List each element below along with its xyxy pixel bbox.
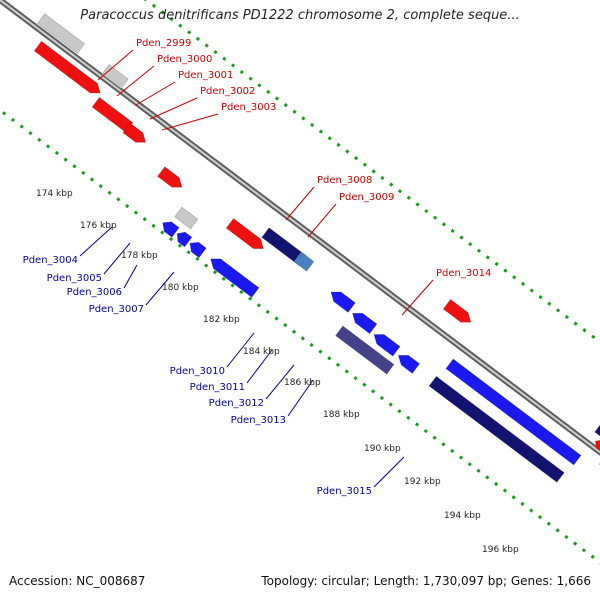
- scale-label: 192 kbp: [404, 477, 441, 487]
- scale-label: 174 kbp: [36, 189, 73, 199]
- gene-feature: [293, 251, 315, 272]
- gene-track: [33, 13, 600, 483]
- gene-feature: [189, 241, 207, 259]
- gene-label-leader: [97, 49, 134, 81]
- gene-label-leader: [123, 264, 138, 289]
- gene-label: Pden_3005: [47, 273, 102, 284]
- gene-label-leader: [287, 379, 314, 417]
- gene-label: Pden_3008: [317, 175, 372, 186]
- gene-label: Pden_3004: [23, 255, 78, 266]
- gene-label: Pden_3006: [67, 287, 122, 298]
- gene-feature: [595, 440, 600, 452]
- gene-feature: [225, 218, 264, 249]
- gene-label-leader: [401, 279, 434, 316]
- gene-feature: [210, 258, 260, 298]
- gene-feature: [157, 166, 183, 188]
- gene-feature: [67, 66, 101, 94]
- scale-label: 194 kbp: [444, 511, 481, 521]
- gene-label-leader: [226, 332, 255, 368]
- gene-label: Pden_3003: [221, 102, 276, 113]
- scale-label: 190 kbp: [364, 444, 401, 454]
- gene-label-leader: [103, 242, 131, 275]
- gene-label-leader: [265, 364, 295, 400]
- gene-label: Pden_3009: [339, 192, 394, 203]
- accession-text: Accession: NC_008687: [9, 574, 146, 588]
- topology-text: Topology: circular; Length: 1,730,097 bp…: [261, 574, 591, 588]
- gene-feature: [428, 375, 565, 483]
- gene-label: Pden_3001: [178, 70, 233, 81]
- gene-label-leader: [307, 203, 337, 238]
- scale-label: 184 kbp: [243, 347, 280, 357]
- gene-label: Pden_3012: [209, 398, 264, 409]
- map-title: Paracoccus denitrificans PD1222 chromoso…: [80, 8, 520, 23]
- scale-label: 180 kbp: [162, 283, 199, 293]
- gene-label-leader: [285, 186, 315, 221]
- gene-feature: [37, 13, 86, 54]
- inner-tick-ring: [0, 108, 600, 565]
- gene-label: Pden_3010: [170, 366, 225, 377]
- gene-label: Pden_3015: [317, 486, 372, 497]
- gene-feature: [352, 312, 378, 335]
- gene-label-leader: [135, 81, 176, 106]
- scale-label: 182 kbp: [203, 315, 240, 325]
- gene-label-leader: [145, 271, 175, 306]
- scale-label: 178 kbp: [121, 251, 158, 261]
- label-layer: 174 kbp 176 kbp 178 kbp 180 kbp 182 kbp 184 k…: [23, 38, 519, 555]
- gene-feature: [176, 231, 193, 248]
- scale-label: 176 kbp: [80, 221, 117, 231]
- gene-label: Pden_3002: [200, 86, 255, 97]
- gene-feature: [594, 424, 600, 437]
- gene-label-leader: [246, 349, 273, 384]
- gene-feature: [442, 299, 472, 323]
- gene-feature: [373, 334, 401, 357]
- backbone-highlight: [0, 0, 600, 454]
- gene-feature: [162, 221, 180, 238]
- label-leaders: [79, 49, 434, 488]
- backbone-ring: [0, 0, 600, 456]
- gene-label-leader: [116, 65, 155, 97]
- gene-label: Pden_3014: [436, 268, 491, 279]
- gene-feature: [445, 358, 582, 466]
- gene-label-leader: [161, 113, 219, 131]
- gene-label: Pden_3007: [89, 304, 144, 315]
- gene-label: Pden_2999: [136, 38, 191, 49]
- gene-feature: [397, 355, 420, 374]
- gene-label-leader: [149, 97, 198, 120]
- scale-label: 188 kbp: [323, 410, 360, 420]
- gene-feature: [122, 122, 147, 143]
- scale-label: 196 kbp: [482, 545, 519, 555]
- gene-label: Pden_3013: [231, 415, 286, 426]
- gene-label-leader: [373, 456, 405, 488]
- gene-feature: [330, 291, 356, 313]
- gene-feature: [174, 206, 199, 230]
- gene-label: Pden_3000: [157, 54, 212, 65]
- gene-feature: [335, 325, 395, 375]
- scale-label: 186 kbp: [284, 378, 321, 388]
- gene-label: Pden_3011: [190, 382, 245, 393]
- gene-label-leader: [79, 226, 113, 257]
